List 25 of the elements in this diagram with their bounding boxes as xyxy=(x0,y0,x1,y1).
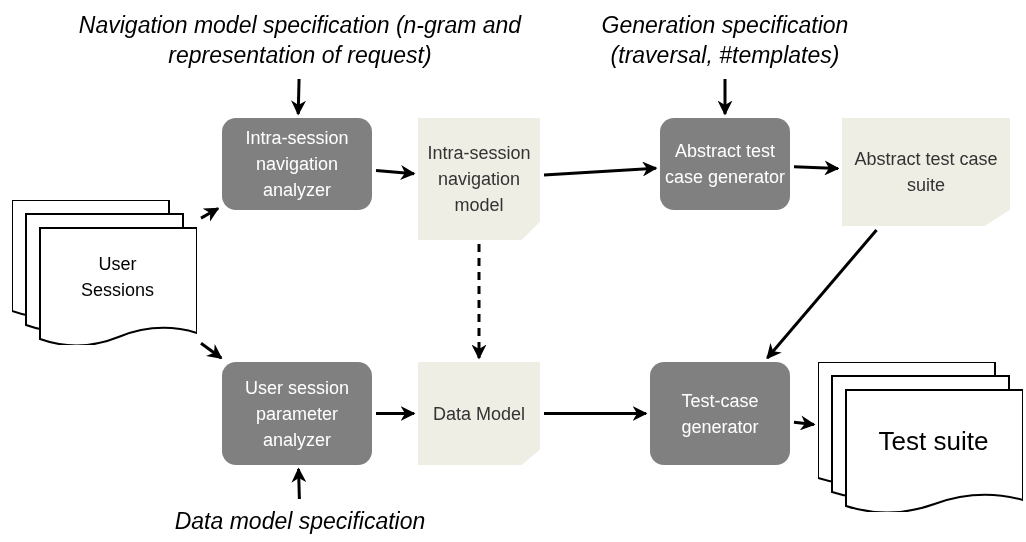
note-shape: Data Model xyxy=(418,362,540,465)
arrow xyxy=(376,406,416,421)
arrow xyxy=(291,467,307,500)
arrow xyxy=(544,406,648,421)
arrow xyxy=(291,78,307,116)
process-box: Abstract test case generator xyxy=(660,118,790,210)
specification-text: Generation specification (traversal, #templates) xyxy=(600,11,850,70)
process-box: User session parameter analyzer xyxy=(222,362,372,465)
arrow xyxy=(200,207,220,222)
process-box: Test-case generator xyxy=(650,362,790,465)
arrow xyxy=(793,415,816,431)
arrow xyxy=(793,160,840,176)
arrow xyxy=(766,229,878,360)
arrow xyxy=(543,161,658,177)
arrow xyxy=(717,79,733,116)
dashed-arrow xyxy=(471,244,487,360)
specification-text: Navigation model specification (n-gram and representation of request) xyxy=(77,11,523,70)
specification-text: Data model specification xyxy=(174,507,426,536)
document-label: Test suite xyxy=(877,425,990,457)
arrow xyxy=(200,341,223,360)
process-box: Intra-session navigation analyzer xyxy=(222,118,372,210)
document-label: User Sessions xyxy=(79,252,155,302)
arrow xyxy=(375,165,416,180)
note-shape: Abstract test case suite xyxy=(842,118,1010,226)
note-shape: Intra-session navigation model xyxy=(418,118,540,240)
